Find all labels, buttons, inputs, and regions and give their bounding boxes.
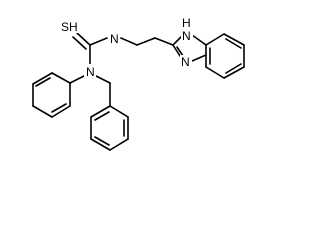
benzyl-ring-bond-3 xyxy=(109,138,129,151)
molecule-canvas: SH N N H N N xyxy=(32,16,245,151)
benzo-bond-5 xyxy=(205,66,225,79)
benzo-bond-2b xyxy=(225,38,242,49)
phenyl-bond-1 xyxy=(51,72,71,84)
c2-n3-bond xyxy=(172,44,181,57)
benzo-bond-4 xyxy=(223,66,245,79)
bonds xyxy=(32,32,245,151)
c2-nh-bond xyxy=(172,36,182,46)
ring-nh-h-label: H xyxy=(182,16,191,30)
phenyl-bond-5b xyxy=(51,103,67,113)
atom-labels: SH N N H N N xyxy=(58,16,193,79)
amine-n-label: N xyxy=(86,65,95,79)
phenyl-bond-4 xyxy=(32,105,53,118)
benzyl-ring-bond-6b xyxy=(94,111,110,121)
benzyl-ring-bond-1 xyxy=(109,105,129,118)
benzo-bond-1 xyxy=(205,33,225,46)
c-s-bond xyxy=(76,32,91,46)
nh-c7a-bond xyxy=(191,34,207,46)
benzyl-ring-bond-6 xyxy=(90,105,111,118)
benzyl-ring-bond-4 xyxy=(90,138,111,151)
thiol-label: SH xyxy=(61,20,78,34)
ring-n-label: N xyxy=(181,55,190,69)
benzyl-ring-bond-4b xyxy=(94,136,110,146)
ethyl-bond xyxy=(136,37,156,46)
n-phenyl-bond xyxy=(69,75,85,84)
n3-c3a-bond xyxy=(191,54,207,62)
phenyl-bond-5 xyxy=(51,105,71,118)
n-benzyl-bond xyxy=(95,75,111,84)
phenyl-bond-2b xyxy=(35,77,51,87)
c-s-bond-2 xyxy=(72,36,87,50)
ring-nh-n-label: N xyxy=(182,29,191,43)
phenyl-bond-2 xyxy=(32,72,53,85)
c2-n3-bond-2 xyxy=(176,46,184,57)
molecule-structure: SH N N H N N xyxy=(32,16,245,151)
benzo-bond-4b xyxy=(225,63,242,74)
benzo-bond-2 xyxy=(223,33,245,46)
n-ch2-bond xyxy=(120,37,138,46)
ethyl-c2-bond xyxy=(154,37,174,46)
c-n-bond xyxy=(89,37,108,46)
imine-n-label: N xyxy=(110,32,119,46)
